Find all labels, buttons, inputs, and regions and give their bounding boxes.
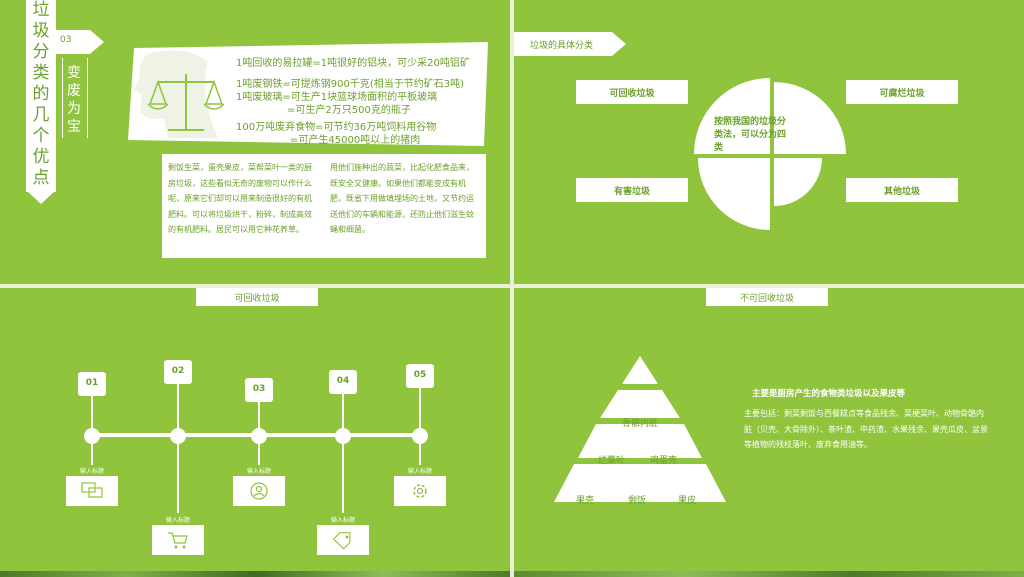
- card-label-03: 输入标题: [246, 468, 271, 475]
- slide-recyclable: 可回收垃圾 01 输入标题 02 输入标题 03 输入标题 04 输入标题: [0, 288, 510, 577]
- step-dot-02: [170, 428, 186, 444]
- section-number: 03: [60, 35, 72, 45]
- pyramid-level-4-mid: 剩饭: [628, 496, 647, 506]
- step-dot-04: [335, 428, 351, 444]
- slide-benefits: 垃圾分类的几个优点 03 变废为宝 1吨回收的易拉罐=1吨很好的铝块，可少采20…: [0, 0, 510, 284]
- card-label-01: 输入标题: [79, 468, 104, 475]
- step-number-01: 01: [85, 378, 99, 388]
- step-box-01: [78, 372, 106, 396]
- paragraph-left: 剩饭生菜，蛋壳果皮，菜帮菜叶一类的厨房垃圾，这些看似无奇的废物可以作什么呢，原来…: [168, 163, 312, 235]
- pyramid-level-4-right: 果皮: [678, 496, 697, 506]
- card-label-05: 输入标题: [407, 468, 432, 475]
- step-number-05: 05: [413, 370, 427, 380]
- bottom-photo-strip: [514, 571, 1024, 577]
- scale-head-icon: [134, 50, 225, 139]
- paragraph-right: 用他们施种出的蔬菜，比起化肥食品来，既安全又健康。如果他们都能变成有机肥，既省下…: [330, 163, 474, 235]
- step-stem-04: [342, 394, 344, 436]
- step-box-02: [164, 360, 192, 384]
- slide-categories: 垃圾的具体分类 按照我国的垃圾分类法，可以分为四类 可回收垃圾 可腐烂垃圾 有害…: [514, 0, 1024, 284]
- step-number-02: 02: [171, 366, 185, 376]
- card-stem-04: [342, 443, 344, 513]
- step-number-03: 03: [252, 384, 266, 394]
- category-other-label: 其他垃圾: [883, 187, 920, 197]
- step-box-04: [329, 370, 357, 394]
- card-04[interactable]: [317, 525, 369, 555]
- pyramid-level-3-right: 鸡蛋壳: [650, 456, 678, 466]
- card-05[interactable]: [394, 476, 446, 506]
- step-stem-02: [177, 384, 179, 436]
- card-stem-03: [258, 443, 260, 465]
- category-compostable[interactable]: [846, 80, 958, 104]
- pyramid-level-4-left: 果壳: [576, 496, 595, 506]
- section-tab-arrow: [90, 30, 104, 54]
- step-number-04: 04: [336, 376, 350, 386]
- vertical-title: 垃圾分类的几个优点: [32, 0, 50, 188]
- info-line-6: =可产生45000吨以上的猪肉: [290, 135, 421, 146]
- pyramid-diagram: [554, 356, 726, 502]
- category-recyclable-label: 可回收垃圾: [609, 89, 655, 99]
- step-stem-01: [91, 396, 93, 436]
- step-dot-03: [251, 428, 267, 444]
- tag-icon: [332, 532, 351, 550]
- info-line-5: 100万吨废弃食物=可节约36万吨饲料用谷物: [236, 122, 437, 133]
- section-tab-arrow: [612, 32, 626, 56]
- description-heading: 主要是厨房产生的食物类垃圾以及果皮等: [752, 389, 906, 399]
- category-hazardous-label: 有害垃圾: [613, 187, 650, 197]
- quadrant-diagram: [694, 78, 846, 230]
- pyramid-level-2: 骨骼内脏: [621, 419, 658, 429]
- description-body: 主要包括：剩菜剩饭与西餐糕点等食品残余、菜梗菜叶、动物骨骼内脏（贝壳、大骨除外）…: [744, 409, 988, 449]
- section-tab-label: 不可回收垃圾: [739, 294, 794, 304]
- step-dot-01: [84, 428, 100, 444]
- section-tab: [706, 288, 828, 306]
- step-dot-05: [412, 428, 428, 444]
- card-label-02: 输入标题: [165, 517, 190, 524]
- vertical-title-banner: [26, 0, 56, 192]
- bottom-photo-strip: [0, 571, 510, 577]
- step-box-05: [406, 364, 434, 388]
- section-tab-label: 可回收垃圾: [234, 294, 280, 304]
- category-other[interactable]: [846, 178, 958, 202]
- info-line-1: 1吨回收的易拉罐=1吨很好的铝块，可少采20吨铝矿: [236, 58, 470, 69]
- step-stem-05: [419, 388, 421, 436]
- card-stem-02: [177, 443, 179, 513]
- subtitle-banner: [62, 58, 88, 138]
- subtitle: 变废为宝: [67, 65, 81, 135]
- pyramid-level-3-left: 烂菜叶: [598, 456, 626, 466]
- category-compostable-label: 可腐烂垃圾: [879, 89, 925, 99]
- info-box: [128, 42, 488, 146]
- paragraph-box: [162, 154, 486, 258]
- info-line-3: 1吨废玻璃=可生产1块篮球场面积的平板玻璃: [236, 92, 438, 103]
- section-number-tab: [56, 30, 90, 54]
- gear-icon: [413, 484, 427, 498]
- section-tab-label: 垃圾的具体分类: [530, 41, 594, 51]
- card-stem-01: [91, 443, 93, 465]
- card-01[interactable]: [66, 476, 118, 506]
- cart-icon: [168, 532, 188, 549]
- card-02[interactable]: [152, 525, 204, 555]
- info-line-2: 1吨废钢铁=可提炼钢900千克(相当于节约矿石3吨): [236, 79, 464, 90]
- category-hazardous[interactable]: [576, 178, 688, 202]
- step-stem-03: [258, 402, 260, 436]
- card-stem-05: [419, 443, 421, 465]
- chat-icon: [81, 482, 103, 498]
- step-box-03: [245, 378, 273, 402]
- banner-arrow: [26, 190, 56, 204]
- section-tab: [514, 32, 612, 56]
- target-icon: [250, 482, 268, 500]
- info-line-4: =可生产2万只500克的瓶子: [287, 105, 411, 116]
- section-tab: [196, 288, 318, 306]
- center-text: 按照我国的垃圾分类法，可以分为四类: [714, 117, 787, 153]
- card-label-04: 输入标题: [330, 517, 355, 524]
- category-recyclable[interactable]: [576, 80, 688, 104]
- slide-non-recyclable: 不可回收垃圾 骨骼内脏 烂菜叶 鸡蛋壳 果壳 剩饭 果皮 主要是厨房产生的食物类…: [514, 288, 1024, 577]
